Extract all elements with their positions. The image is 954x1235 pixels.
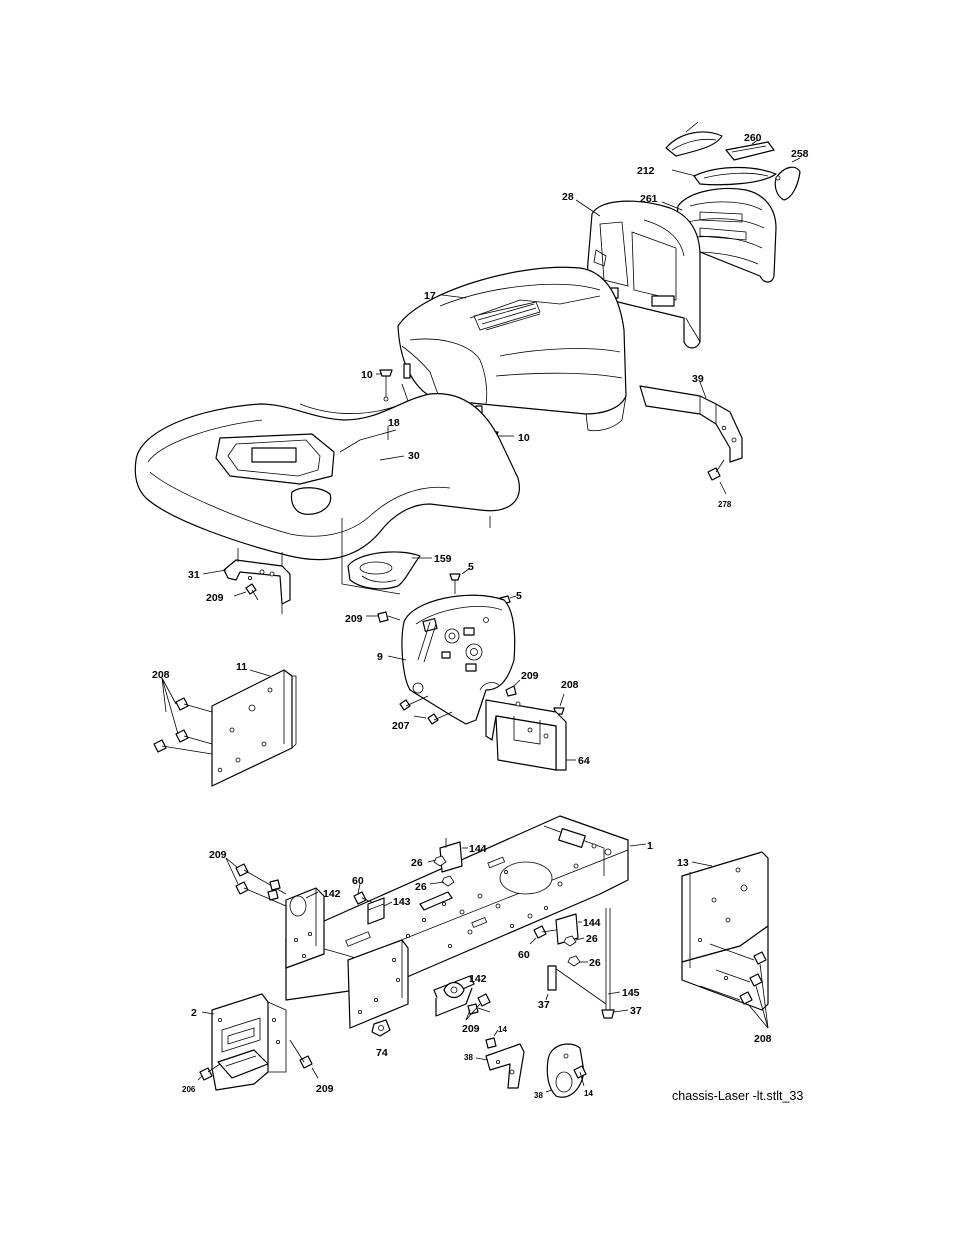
callout-208-a: 208 (152, 669, 170, 681)
part-159-cup-holder (342, 552, 432, 594)
part-212-lens-bar (672, 168, 776, 185)
part-2-front-bracket (202, 994, 286, 1090)
callout-145: 145 (622, 987, 640, 999)
callout-5-b: 5 (516, 590, 522, 602)
part-headlight-lens (666, 122, 722, 156)
callout-5-a: 5 (468, 561, 474, 573)
callout-142-b: 142 (469, 973, 487, 985)
callout-17: 17 (424, 290, 436, 302)
callout-30: 30 (408, 450, 420, 462)
callout-26-a: 26 (411, 857, 423, 869)
part-1-frame (286, 816, 646, 1000)
part-209-screw-b (366, 612, 400, 622)
part-31-bracket (203, 548, 290, 614)
callout-143: 143 (393, 896, 411, 908)
part-209-screw-a (234, 584, 258, 600)
part-209-bolts-top (226, 858, 286, 906)
callout-209-d: 209 (209, 849, 227, 861)
part-258-side-piece (775, 158, 800, 200)
callout-209-b: 209 (345, 613, 363, 625)
callout-206: 206 (182, 1085, 196, 1094)
part-10-bolt-left (376, 370, 392, 401)
part-209-screw-d (290, 1040, 318, 1078)
part-14-screw-a (486, 1030, 498, 1048)
callout-38-a: 38 (464, 1053, 473, 1062)
callout-1: 1 (647, 840, 653, 852)
part-39-bracket (640, 382, 742, 462)
part-37-bolt-b (602, 1010, 628, 1018)
diagram-caption: chassis-Laser -lt.stlt_33 (672, 1089, 803, 1103)
part-74-nut (372, 1020, 390, 1036)
callout-60-a: 60 (352, 875, 364, 887)
callout-2: 2 (191, 1007, 197, 1019)
callout-207: 207 (392, 720, 410, 732)
callout-26-c: 26 (586, 933, 598, 945)
callout-60-b: 60 (518, 949, 530, 961)
callout-260: 260 (744, 132, 762, 144)
callout-212: 212 (637, 165, 655, 177)
part-208-bolts-left (154, 678, 212, 754)
callout-39: 39 (692, 373, 704, 385)
part-209-bolts-mid (466, 994, 490, 1020)
callout-261: 261 (640, 193, 658, 205)
callout-209-a: 209 (206, 592, 224, 604)
part-37-bolt-a (546, 966, 556, 1000)
callout-13: 13 (677, 857, 689, 869)
callout-209-c: 209 (521, 670, 539, 682)
callout-258: 258 (791, 148, 809, 160)
callout-10-right: 10 (518, 432, 530, 444)
callout-144-b: 144 (583, 917, 601, 929)
part-38-bracket-a (476, 1044, 524, 1088)
callout-64: 64 (578, 755, 590, 767)
part-13-side-panel (682, 852, 768, 1010)
callout-38-b: 38 (534, 1091, 543, 1100)
callout-14-a: 14 (498, 1025, 507, 1034)
callout-11: 11 (236, 661, 247, 673)
part-30-fender (135, 394, 519, 584)
callout-18: 18 (388, 417, 400, 429)
part-5-screw-a (450, 568, 470, 594)
part-11-side-panel (212, 670, 296, 786)
callout-209-f: 209 (316, 1083, 334, 1095)
callout-31: 31 (188, 569, 200, 581)
callout-10-left: 10 (361, 369, 373, 381)
callout-14-b: 14 (584, 1089, 593, 1098)
callout-26-b: 26 (415, 881, 427, 893)
callout-37-a: 37 (538, 999, 550, 1011)
callout-26-d: 26 (589, 957, 601, 969)
callout-142-a: 142 (323, 888, 341, 900)
callout-208-c: 208 (754, 1033, 772, 1045)
callout-144-a: 144 (469, 843, 487, 855)
callout-278: 278 (718, 500, 732, 509)
callout-208-b: 208 (561, 679, 579, 691)
callout-28: 28 (562, 191, 574, 203)
part-278-screw (708, 460, 726, 494)
callout-74: 74 (376, 1047, 388, 1059)
part-142-plate-a (286, 888, 324, 968)
part-60-screw-b (530, 926, 556, 944)
part-209-screw-c (506, 680, 520, 696)
callout-9: 9 (377, 651, 383, 663)
callout-37-b: 37 (630, 1005, 642, 1017)
part-26-nut-d (568, 956, 588, 966)
callout-209-e: 209 (462, 1023, 480, 1035)
callout-159: 159 (434, 553, 452, 565)
